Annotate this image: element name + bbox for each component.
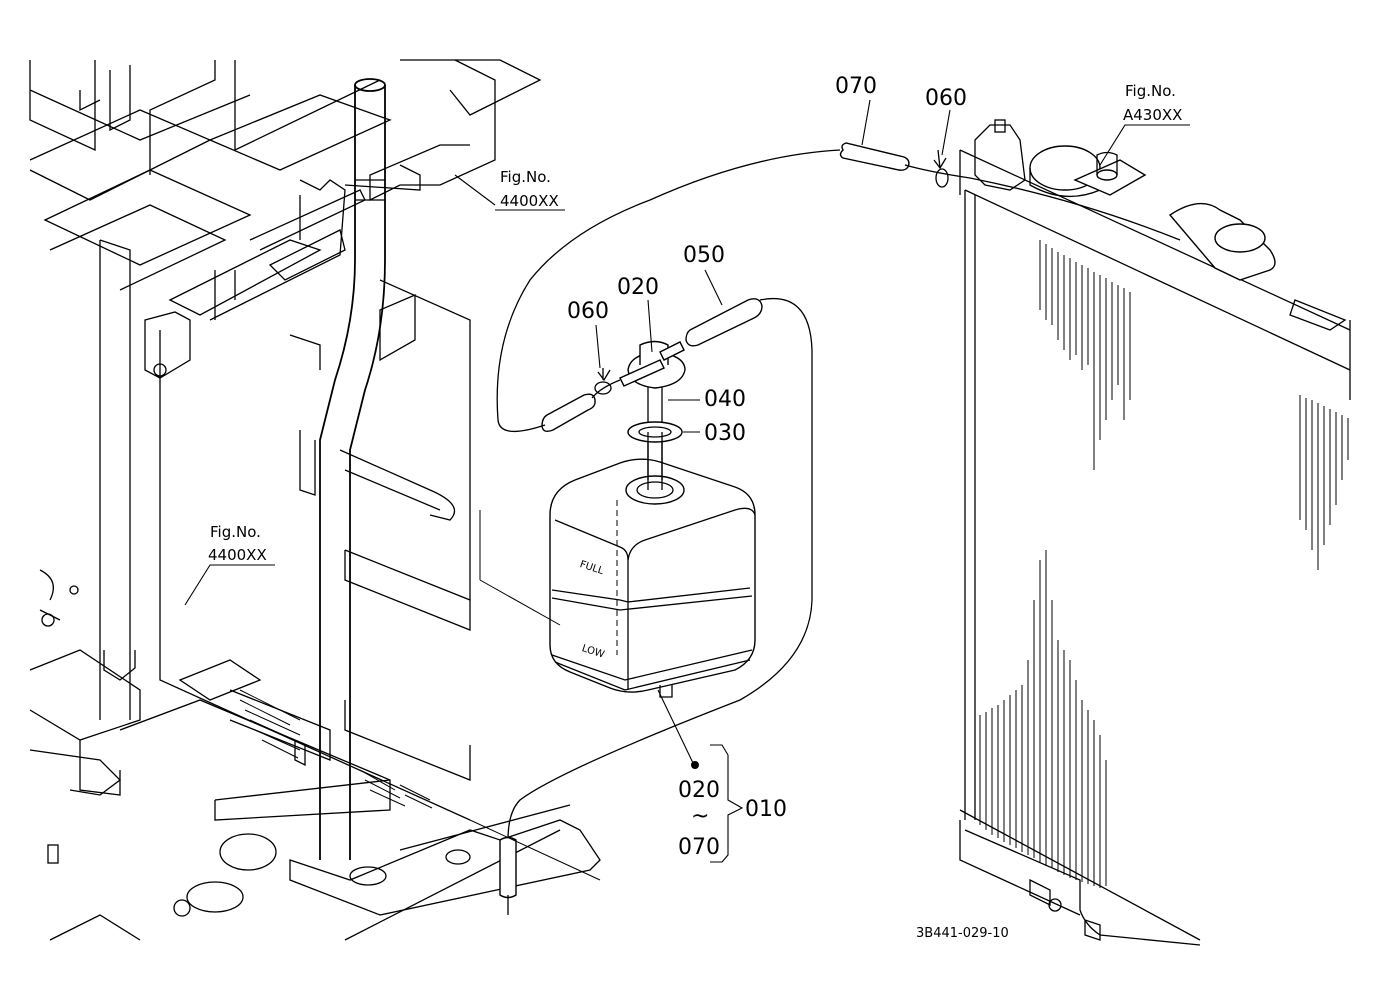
hose-upper — [685, 298, 763, 347]
frame-upper-ref-line1: Fig.No. — [500, 168, 551, 186]
callout-range-end: 070 — [678, 835, 720, 860]
reserve-tank: FULL LOW — [549, 458, 756, 698]
radiator-ref-line2: A430XX — [1123, 106, 1182, 124]
radiator-ref-line1: Fig.No. — [1125, 82, 1176, 100]
overflow-pipe — [496, 149, 1181, 841]
reference-labels: Fig.No. 4400XX Fig.No. 4400XX Fig.No. A4… — [208, 82, 1182, 564]
callout-gasket: 030 — [704, 421, 746, 446]
hose-clip-middle — [594, 368, 612, 395]
frame-structure — [29, 59, 601, 941]
radiator-core-hatch — [979, 240, 1349, 888]
pointer-dot-icon — [691, 761, 699, 769]
floor-mat-hatch — [239, 689, 433, 809]
hose-lower — [541, 393, 596, 433]
frame-upper-ref-line2: 4400XX — [500, 192, 559, 210]
callout-clip-top: 060 — [925, 86, 967, 111]
frame-lower-ref-line1: Fig.No. — [210, 523, 261, 541]
callout-tube: 040 — [704, 387, 746, 412]
callout-range-start: 020 — [678, 778, 720, 803]
callout-hose-top: 070 — [835, 74, 877, 99]
overflow-hose — [839, 142, 910, 171]
callout-range-tilde: ~ — [691, 804, 709, 829]
drain-pipe — [499, 836, 517, 915]
document-id: 3B441-029-10 — [916, 926, 1009, 941]
leader-lines — [184, 99, 1190, 863]
hose-clip-top — [933, 149, 949, 188]
callout-clip-mid: 060 — [567, 299, 609, 324]
part-callouts: 070 060 050 020 060 040 030 020 ~ 070 01… — [567, 74, 967, 860]
callout-cap: 020 — [617, 275, 659, 300]
callout-assembly: 010 — [745, 797, 787, 822]
frame-lower-ref-line2: 4400XX — [208, 546, 267, 564]
tank-cap — [619, 340, 686, 389]
assembly-boundary — [469, 510, 601, 881]
radiator — [959, 119, 1351, 946]
tank-tube — [627, 380, 683, 490]
callout-hose-upper: 050 — [683, 243, 725, 268]
